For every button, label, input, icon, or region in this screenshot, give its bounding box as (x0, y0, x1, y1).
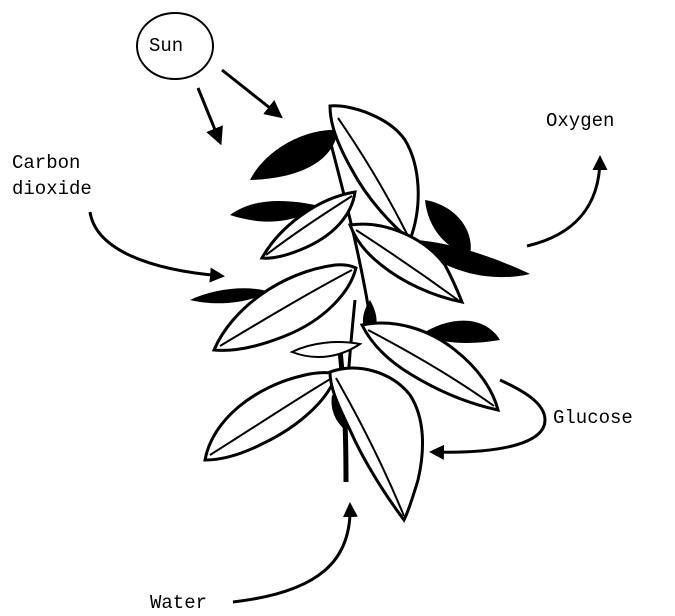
sun-label: Sun (149, 33, 183, 59)
carbon-dioxide-label-line2: dioxide (12, 176, 92, 202)
oxygen-arrow (527, 158, 600, 246)
water-arrow (233, 505, 350, 602)
sun-arrow-left (198, 88, 220, 142)
water-label: Water (150, 590, 207, 616)
glucose-label: Glucose (553, 405, 633, 431)
carbon-dioxide-label: Carbon dioxide (12, 150, 92, 202)
sun-arrow-right (222, 70, 280, 116)
carbon-dioxide-label-line1: Carbon (12, 150, 92, 176)
plant-icon (190, 106, 530, 520)
carbon-dioxide-arrow (90, 212, 222, 276)
oxygen-label: Oxygen (546, 108, 614, 134)
